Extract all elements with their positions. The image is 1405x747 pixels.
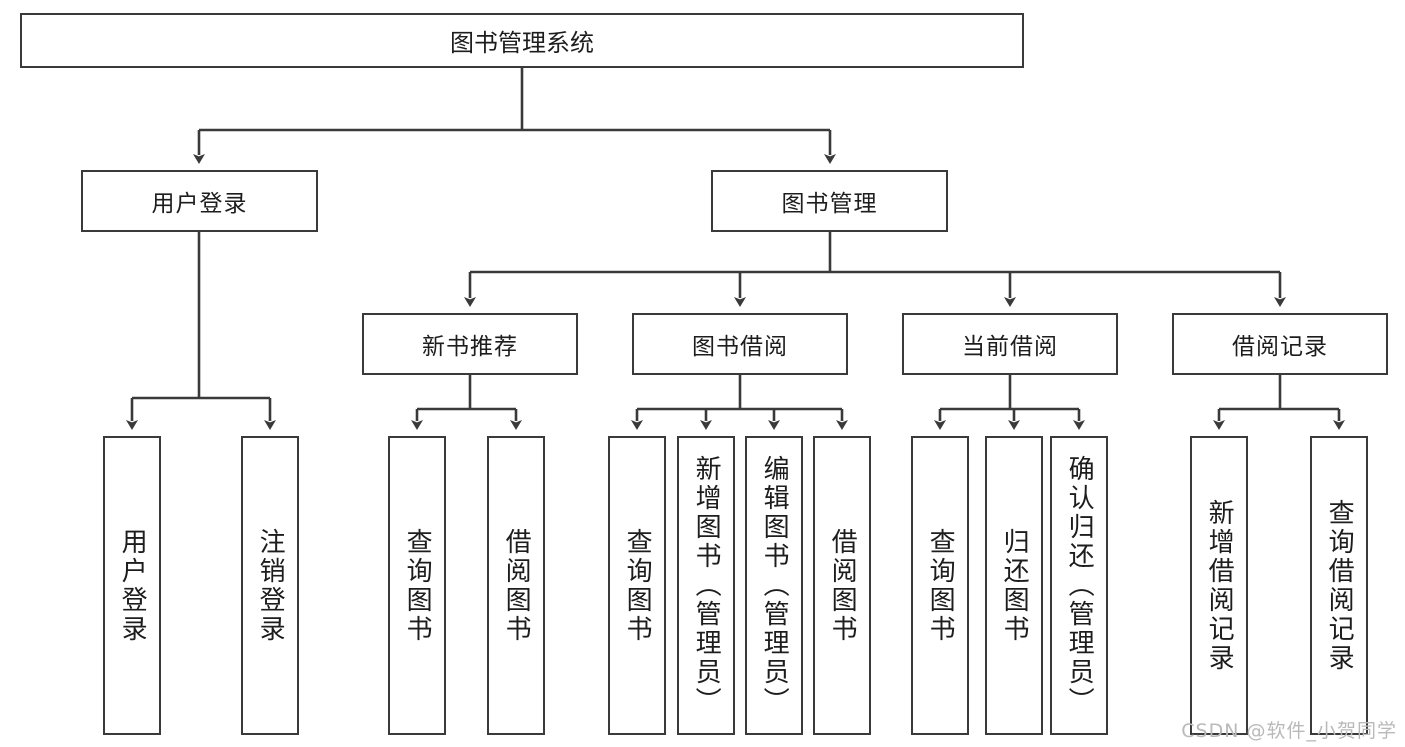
leaf-node[interactable]: 编辑图书（管理员）: [745, 436, 803, 735]
leaf-inner: 借阅图书: [489, 438, 543, 733]
node-label: 注销登录: [255, 527, 286, 644]
node-current-borrow[interactable]: 当前借阅: [902, 313, 1118, 375]
node-user-login[interactable]: 用户登录: [81, 170, 318, 232]
leaf-inner: 确认归还（管理员）: [1052, 438, 1106, 733]
leaf-node[interactable]: 用户登录: [103, 436, 161, 735]
node-label: 借阅图书: [501, 527, 532, 644]
node-root[interactable]: 图书管理系统: [20, 13, 1024, 68]
leaf-node[interactable]: 查询借阅记录: [1310, 436, 1368, 735]
node-label: 当前借阅: [962, 334, 1058, 360]
leaf-node[interactable]: 借阅图书: [487, 436, 545, 735]
node-book-borrow[interactable]: 图书借阅: [632, 313, 848, 375]
node-label: 用户登录: [117, 527, 148, 644]
node-label: 图书借阅: [692, 334, 788, 360]
leaf-inner: 新增借阅记录: [1192, 438, 1246, 733]
leaf-inner: 查询图书: [610, 438, 664, 733]
node-label: 编辑图书（管理员）: [759, 455, 790, 716]
leaf-node[interactable]: 归还图书: [985, 436, 1043, 735]
node-label: 查询借阅记录: [1324, 498, 1355, 673]
node-label: 新增借阅记录: [1204, 498, 1235, 673]
leaf-node[interactable]: 查询图书: [608, 436, 666, 735]
leaf-inner: 新增图书（管理员）: [679, 438, 733, 733]
leaf-node[interactable]: 新增图书（管理员）: [677, 436, 735, 735]
node-book-management[interactable]: 图书管理: [711, 170, 948, 232]
node-label: 查询图书: [622, 527, 653, 644]
node-borrow-record[interactable]: 借阅记录: [1172, 313, 1388, 375]
node-label: 确认归还（管理员）: [1064, 455, 1095, 716]
leaf-inner: 借阅图书: [815, 438, 869, 733]
node-label: 归还图书: [999, 527, 1030, 644]
node-label: 新增图书（管理员）: [691, 455, 722, 716]
leaf-inner: 编辑图书（管理员）: [747, 438, 801, 733]
leaf-inner: 归还图书: [987, 438, 1041, 733]
node-label: 新书推荐: [422, 334, 518, 360]
leaf-inner: 注销登录: [243, 438, 297, 733]
leaf-node[interactable]: 注销登录: [241, 436, 299, 735]
leaf-inner: 查询图书: [390, 438, 444, 733]
leaf-node[interactable]: 新增借阅记录: [1190, 436, 1248, 735]
leaf-inner: 查询图书: [913, 438, 967, 733]
node-label: 图书管理: [781, 191, 878, 217]
node-label: 借阅图书: [827, 527, 858, 644]
leaf-inner: 用户登录: [105, 438, 159, 733]
node-label: 借阅记录: [1232, 334, 1328, 360]
node-label: 查询图书: [925, 527, 956, 644]
node-new-book-recommend[interactable]: 新书推荐: [362, 313, 578, 375]
node-label: 查询图书: [402, 527, 433, 644]
node-label: 用户登录: [151, 191, 248, 217]
leaf-inner: 查询借阅记录: [1312, 438, 1366, 733]
node-label: 图书管理系统: [450, 29, 594, 57]
leaf-node[interactable]: 借阅图书: [813, 436, 871, 735]
leaf-node[interactable]: 查询图书: [911, 436, 969, 735]
leaf-node[interactable]: 确认归还（管理员）: [1050, 436, 1108, 735]
leaf-node[interactable]: 查询图书: [388, 436, 446, 735]
